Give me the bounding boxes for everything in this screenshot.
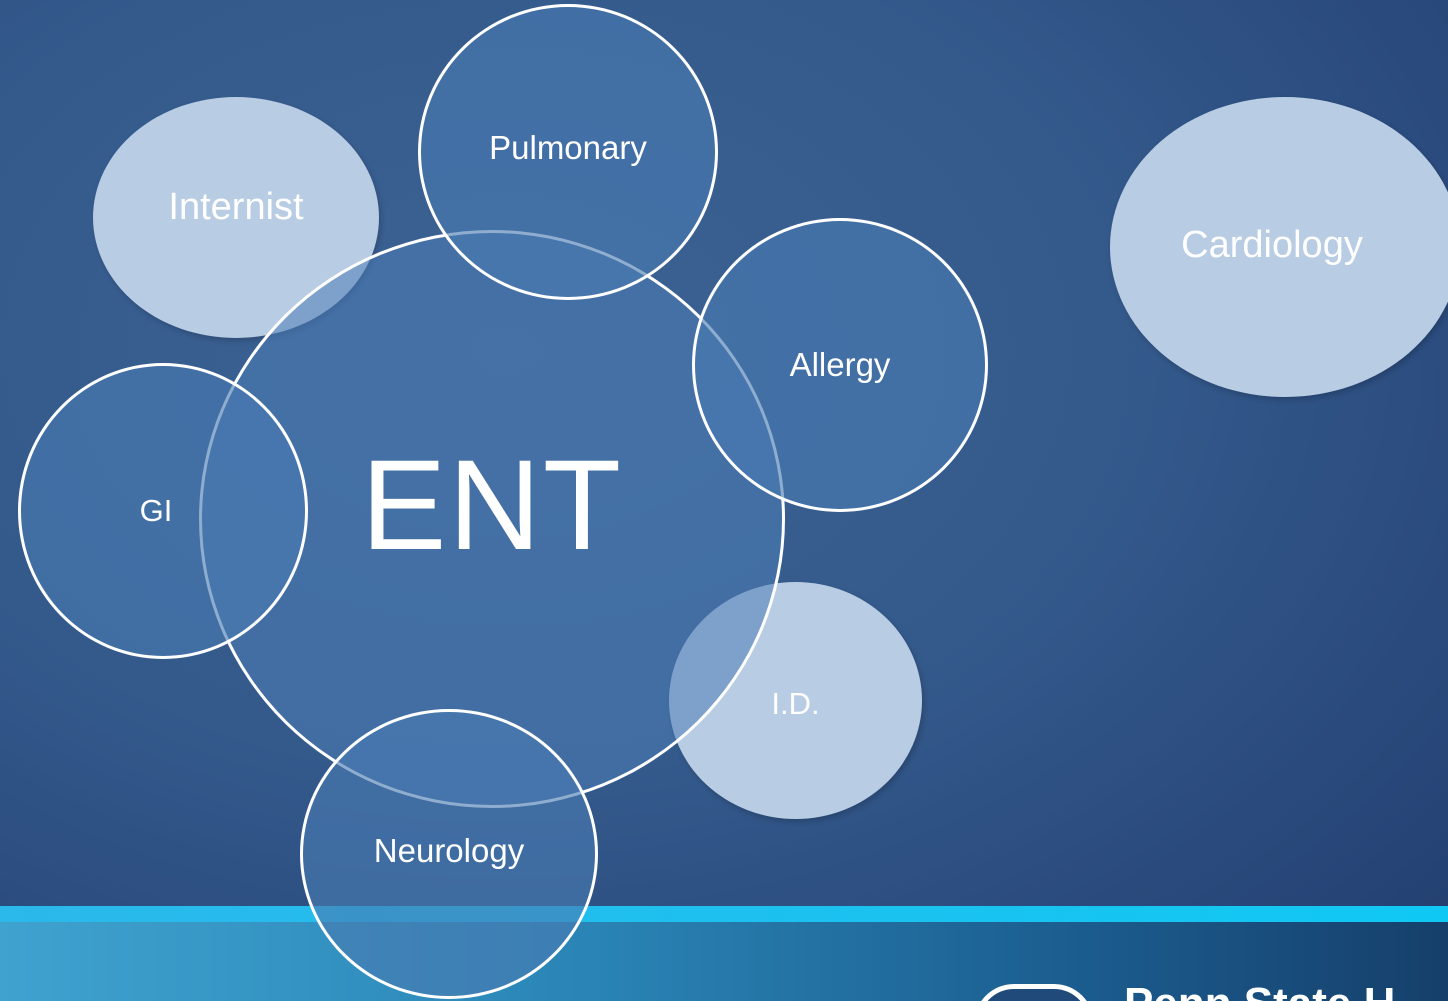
logo-text: Penn State H (1124, 982, 1395, 1001)
node-cardiology-label: Cardiology (1181, 223, 1363, 266)
node-gi: GI (18, 363, 308, 659)
node-pulmonary-label: Pulmonary (489, 129, 647, 166)
node-allergy: Allergy (692, 218, 988, 512)
node-pulmonary: Pulmonary (418, 4, 718, 300)
node-id-label: I.D. (771, 686, 820, 721)
node-allergy-label: Allergy (789, 346, 891, 383)
node-neurology-label: Neurology (373, 832, 525, 869)
footer-stripe (0, 906, 1448, 922)
penn-state-logo: Penn State H (974, 982, 1448, 1001)
center-node-label: ENT (361, 433, 623, 577)
node-gi-label: GI (139, 493, 173, 528)
node-internist-label: Internist (168, 186, 304, 228)
shield-icon (974, 984, 1094, 1001)
node-cardiology: Cardiology (1110, 97, 1448, 397)
node-neurology: Neurology (300, 709, 598, 999)
